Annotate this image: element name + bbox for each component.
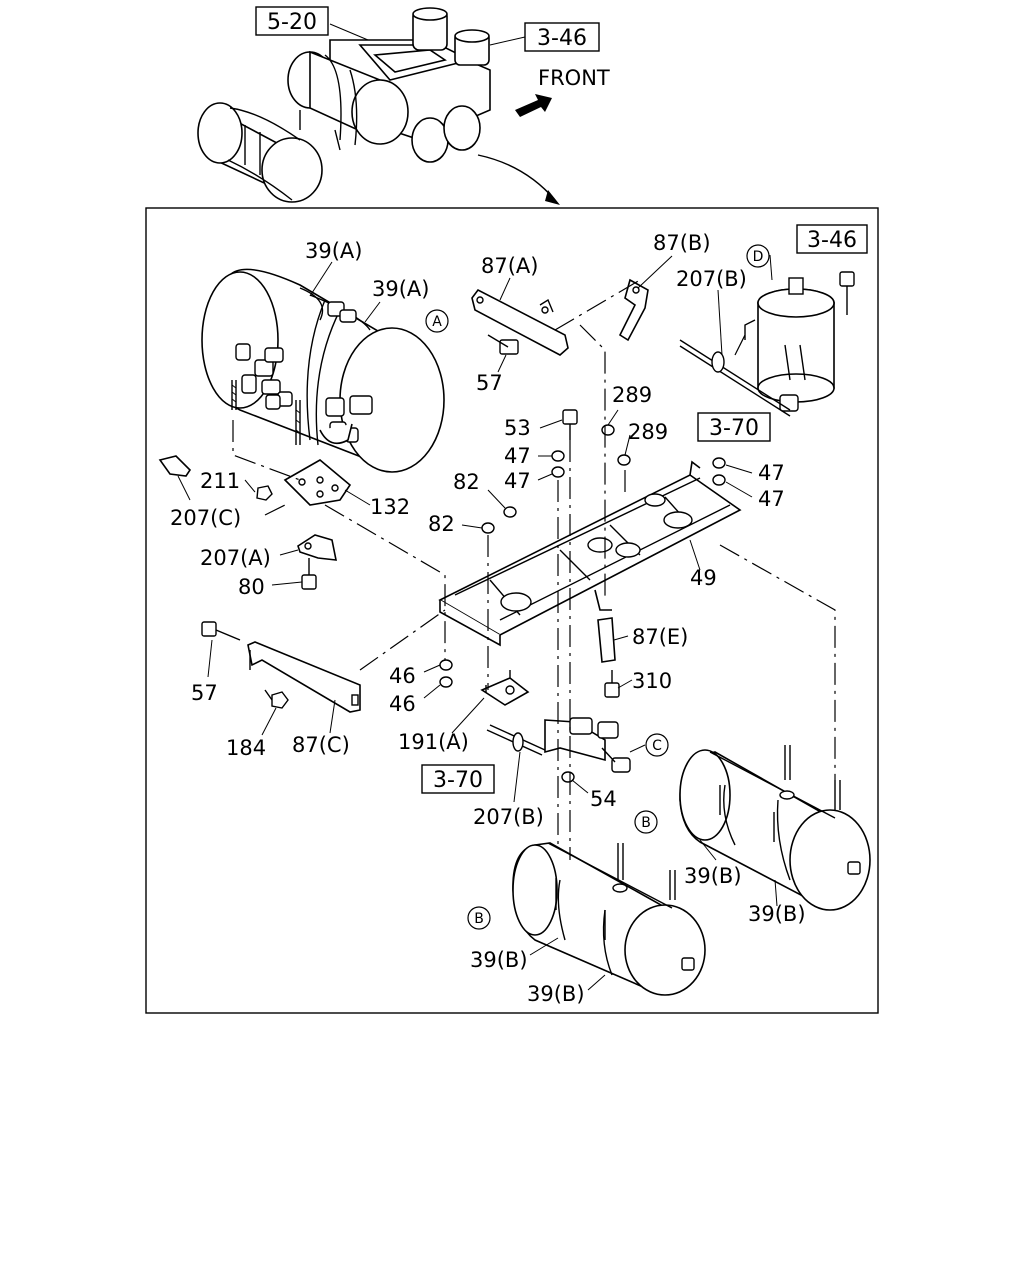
label-184: 184 [226, 736, 266, 760]
front-arrow-icon [515, 94, 552, 117]
ref-5-20-text: 5-20 [267, 10, 317, 35]
label-207A: 207(A) [200, 546, 271, 570]
tank-valves [235, 301, 373, 445]
svg-text:B: B [641, 815, 651, 831]
bolt-57-top [487, 334, 519, 355]
label-207C: 207(C) [170, 506, 241, 530]
label-47-3: 47 [758, 461, 785, 485]
nut-184 [264, 689, 289, 709]
label-53: 53 [504, 416, 531, 440]
label-82-1: 82 [453, 470, 480, 494]
label-57-top: 57 [476, 371, 503, 395]
label-87E: 87(E) [632, 625, 688, 649]
callout-D: D [746, 244, 770, 268]
plate-191A [480, 670, 530, 706]
nut-211 [256, 485, 273, 501]
bracket-132 [283, 459, 352, 506]
callout-B2: B [467, 906, 491, 930]
label-39A-1: 39(A) [305, 239, 362, 263]
bolt-57-left [201, 621, 241, 641]
leader-lines [177, 254, 778, 991]
svg-text:3-46: 3-46 [807, 228, 857, 253]
cross-member-49 [438, 460, 742, 647]
pipe-207B-lower [486, 724, 546, 756]
label-207B-top: 207(B) [676, 267, 747, 291]
pipe-207B-upper [679, 339, 791, 417]
label-289-2: 289 [628, 420, 668, 444]
callout-A: A [425, 309, 449, 333]
label-87C: 87(C) [292, 733, 350, 757]
label-132: 132 [370, 495, 410, 519]
bracket-87A [471, 288, 569, 356]
air-dryer-D [744, 277, 835, 412]
overview-tank-left [197, 102, 323, 203]
svg-text:3-70: 3-70 [709, 416, 759, 441]
overview-assembly [197, 7, 560, 205]
label-39B-3: 39(B) [470, 948, 528, 972]
front-label: FRONT [538, 66, 610, 90]
part-labels: 39(A) 39(A) 87(A) 87(B) 207(B) 57 289 28… [170, 231, 806, 1006]
label-87B: 87(B) [653, 231, 711, 255]
label-310: 310 [632, 669, 672, 693]
bracket-87B [618, 278, 649, 342]
label-39B-4: 39(B) [527, 982, 585, 1006]
overview-main-block [287, 7, 491, 163]
svg-text:D: D [753, 249, 764, 265]
label-46-2: 46 [389, 692, 416, 716]
label-39A-2: 39(A) [372, 277, 429, 301]
ref-box-5-20[interactable]: 5-20 [255, 6, 329, 36]
ref-box-3-70-lower[interactable]: 3-70 [421, 764, 495, 794]
label-39B-1: 39(B) [684, 864, 742, 888]
bolt-3-46 [839, 271, 855, 315]
label-49: 49 [690, 566, 717, 590]
bolt-80 [301, 558, 317, 590]
ref-box-3-46-top[interactable]: 3-46 [524, 22, 600, 52]
fasteners [439, 409, 726, 783]
label-54: 54 [590, 787, 617, 811]
clamp-207A [297, 534, 337, 561]
ref-3-46-top-text: 3-46 [537, 26, 587, 51]
bracket-87C [247, 641, 361, 713]
label-289-1: 289 [612, 383, 652, 407]
label-46-1: 46 [389, 664, 416, 688]
bolt-310 [604, 670, 620, 698]
svg-text:C: C [652, 738, 662, 754]
svg-text:3-70: 3-70 [433, 768, 483, 793]
svg-text:B: B [474, 911, 484, 927]
bracket-87E [594, 589, 616, 663]
label-80: 80 [238, 575, 265, 599]
overview-curved-arrow [477, 154, 556, 201]
ref-box-3-70-upper[interactable]: 3-70 [697, 412, 771, 442]
label-82-2: 82 [428, 512, 455, 536]
label-47-2: 47 [504, 469, 531, 493]
label-57-left: 57 [191, 681, 218, 705]
alignment-lines [232, 279, 836, 860]
svg-text:A: A [432, 314, 442, 330]
label-47-1: 47 [504, 444, 531, 468]
tank-39B-right [679, 745, 871, 911]
tank-39B-bottom [512, 842, 706, 996]
callout-B1: B [634, 810, 658, 834]
clip-207C [158, 455, 192, 477]
label-39B-2: 39(B) [748, 902, 806, 926]
detail-frame [145, 207, 879, 1014]
label-207B-bottom: 207(B) [473, 805, 544, 829]
tank-39A-assembly [201, 268, 445, 473]
label-191A: 191(A) [398, 730, 469, 754]
label-47-4: 47 [758, 487, 785, 511]
label-211: 211 [200, 469, 240, 493]
valve-bracket-C [544, 717, 631, 773]
ref-box-3-46-inner[interactable]: 3-46 [796, 224, 868, 254]
callout-C: C [645, 733, 669, 757]
label-87A: 87(A) [481, 254, 538, 278]
